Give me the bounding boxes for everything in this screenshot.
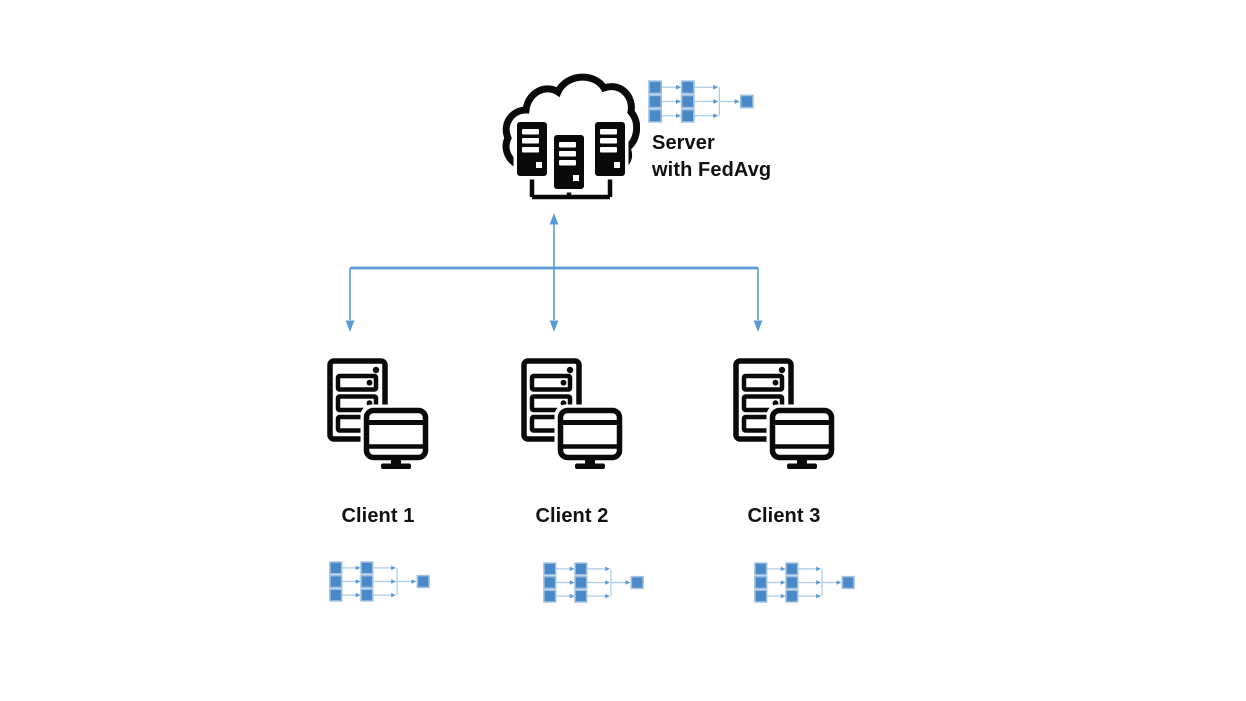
server-neural-network-icon [648, 79, 754, 124]
client-workstation-icon [521, 353, 623, 471]
client-2-label: Client 2 [535, 505, 609, 527]
client-2-neural-network-icon [543, 561, 644, 604]
client-1-label: Client 1 [341, 505, 415, 527]
client-3-label: Client 3 [747, 505, 821, 527]
client-workstation-icon [733, 353, 835, 471]
client-1-neural-network-icon [329, 560, 430, 603]
client-workstation-icon [327, 353, 429, 471]
cloud-server-icon [498, 66, 640, 206]
server-client-connector-arrows [345, 213, 763, 332]
server-label: Server with FedAvg [652, 132, 772, 181]
client-3-neural-network-icon [754, 561, 855, 604]
